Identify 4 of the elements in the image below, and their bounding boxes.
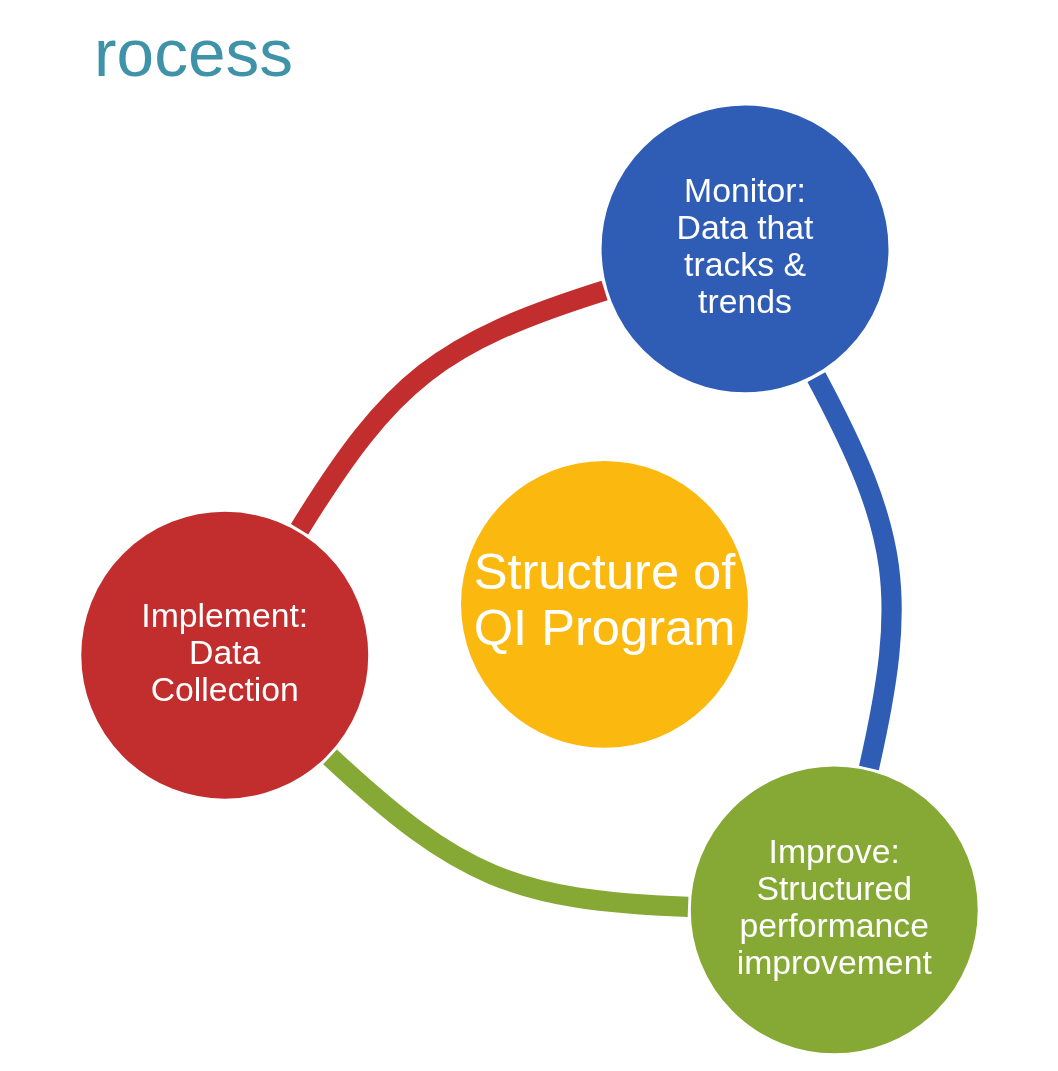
connector: [806, 372, 902, 771]
diagram-title: rocess: [93, 14, 293, 90]
connector: [290, 280, 608, 535]
connector: [322, 749, 689, 917]
